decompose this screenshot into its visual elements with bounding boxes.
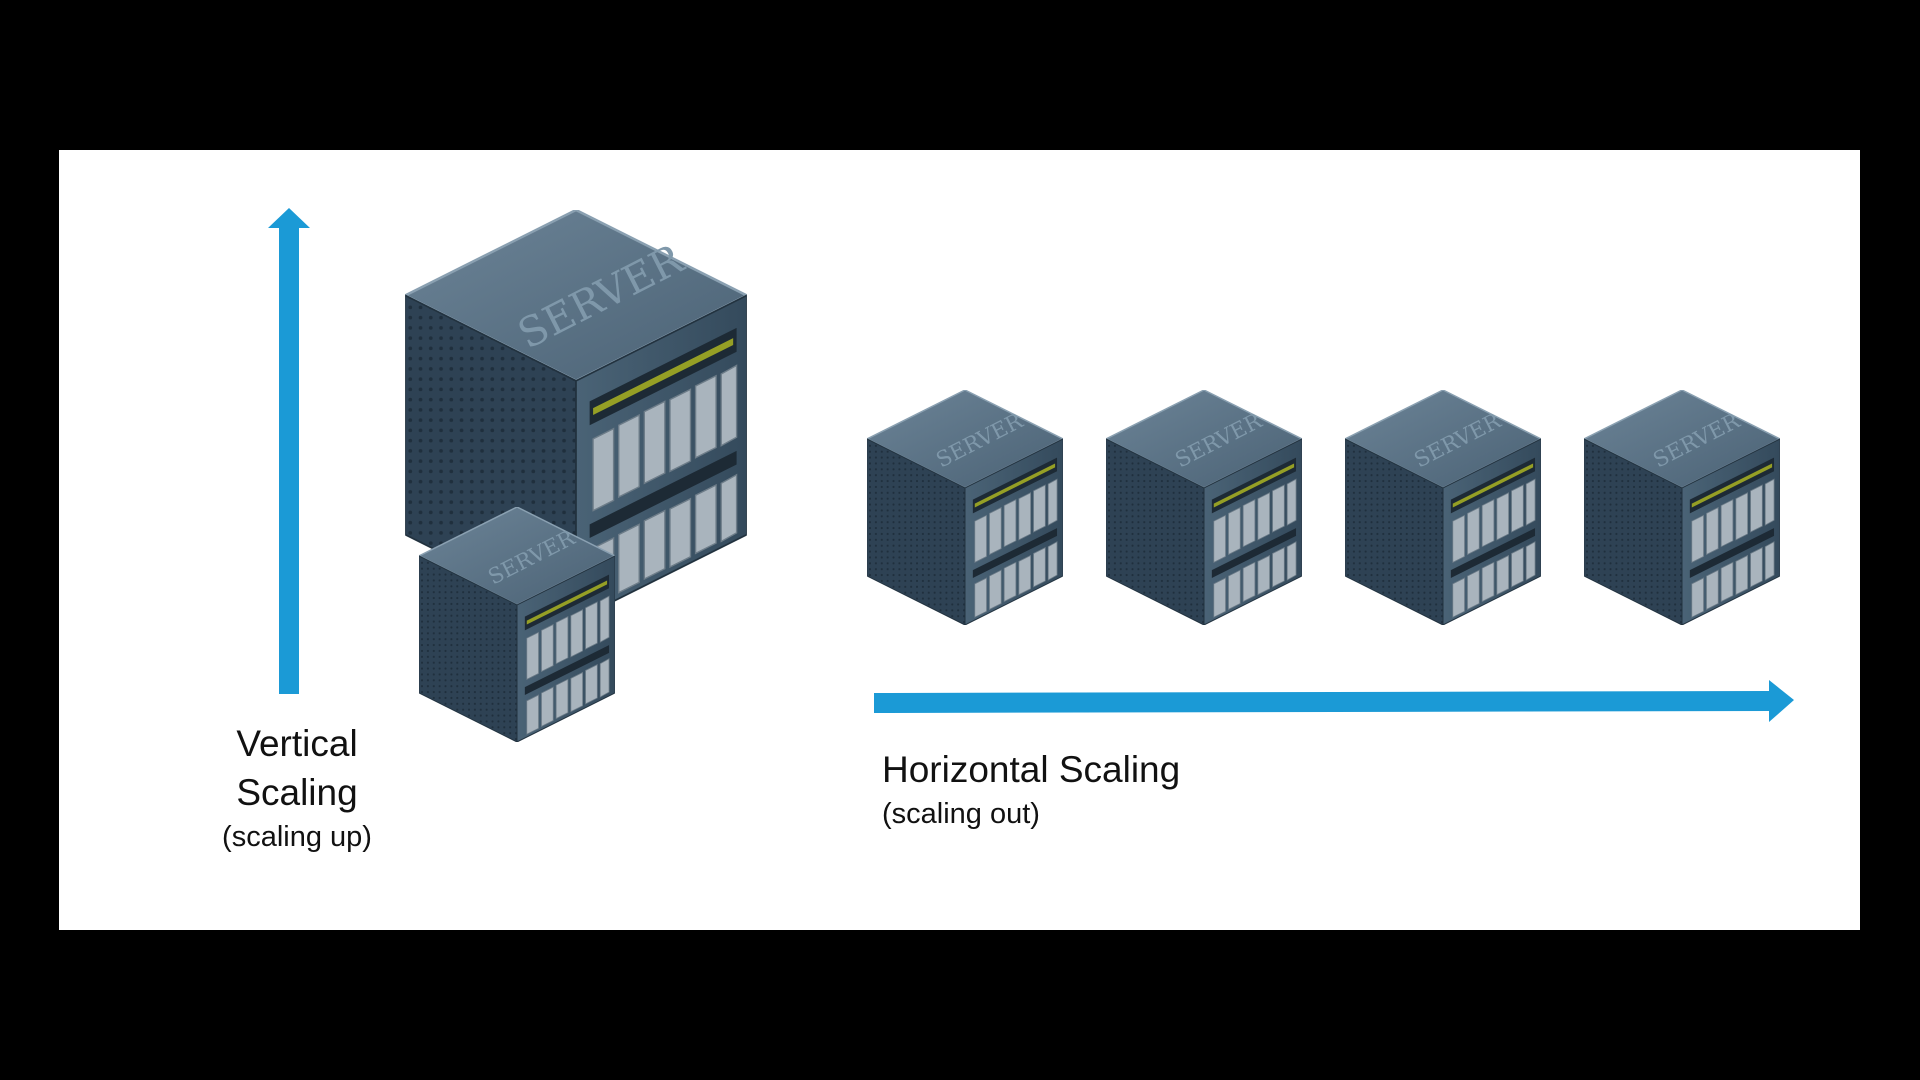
server-rack-icon: SERVER bbox=[1106, 390, 1302, 625]
diagram-canvas: SERVER SERVER SERVER SERVER SERVER SERVE… bbox=[59, 150, 1860, 930]
vertical-title-line1: Vertical bbox=[236, 723, 358, 764]
server-rack-icon: SERVER bbox=[867, 390, 1063, 625]
horizontal-subtitle: (scaling out) bbox=[882, 798, 1040, 830]
horizontal-arrow-shape bbox=[874, 680, 1794, 722]
arrow-up-icon bbox=[268, 208, 310, 694]
vertical-title-line2: Scaling bbox=[236, 772, 358, 813]
vertical-arrow-shape bbox=[268, 208, 310, 694]
server-rack-icon: SERVER bbox=[1584, 390, 1780, 625]
arrow-right-icon bbox=[874, 680, 1794, 722]
server-rack-icon: SERVER bbox=[419, 507, 615, 742]
horizontal-title: Horizontal Scaling bbox=[882, 749, 1181, 790]
vertical-subtitle: (scaling up) bbox=[222, 821, 372, 853]
server-rack-icon: SERVER bbox=[1345, 390, 1541, 625]
server-rack-icon: SERVER bbox=[405, 210, 747, 620]
